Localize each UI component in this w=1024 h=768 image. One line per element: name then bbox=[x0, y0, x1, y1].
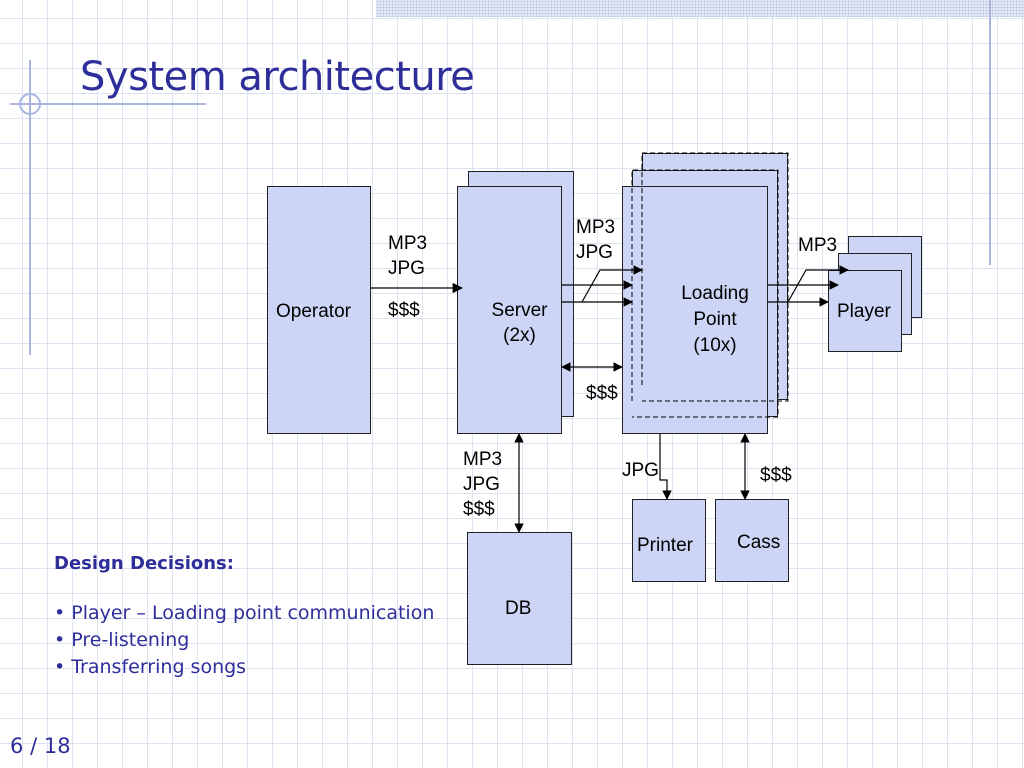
db-label: DB bbox=[505, 598, 532, 619]
cass-label: Cass bbox=[737, 532, 781, 553]
design-decision-item: • Transferring songs bbox=[54, 656, 247, 678]
flow-mp3: MP3 bbox=[388, 233, 428, 254]
cass-box bbox=[715, 499, 789, 582]
loading-printer-arrow bbox=[659, 434, 672, 500]
operator-label: Operator bbox=[276, 301, 351, 322]
design-decisions: Design Decisions: • Player – Loading poi… bbox=[54, 553, 434, 681]
flow-mp3: MP3 bbox=[463, 449, 503, 470]
flow-server-loading-money-label: $$$ bbox=[586, 383, 618, 404]
flow-loading-printer-label: JPG bbox=[622, 460, 659, 481]
page-separator: / bbox=[30, 734, 38, 758]
slide-title: System architecture bbox=[80, 54, 475, 100]
flow-jpg: JPG bbox=[576, 242, 613, 263]
loading-point-count: (10x) bbox=[693, 335, 737, 356]
flow-mp3: MP3 bbox=[576, 217, 616, 238]
header-pattern-band bbox=[376, 0, 1024, 17]
flow-loading-cass-label: $$$ bbox=[760, 465, 792, 486]
server-box bbox=[457, 186, 562, 434]
flow-server-db-label: MP3 JPG $$$ bbox=[463, 447, 502, 522]
loading-point-line-1: Loading bbox=[681, 283, 749, 304]
flow-money: $$$ bbox=[463, 499, 495, 520]
page-total: 18 bbox=[43, 734, 71, 758]
db-box bbox=[467, 532, 572, 665]
flow-money: $$$ bbox=[388, 300, 420, 321]
flow-jpg: JPG bbox=[388, 258, 425, 279]
player-box bbox=[828, 270, 902, 352]
page-number: 6 / 18 bbox=[10, 734, 71, 758]
printer-label: Printer bbox=[637, 535, 693, 556]
loading-point-box bbox=[622, 186, 768, 434]
page-current: 6 bbox=[10, 734, 24, 758]
flow-operator-server-label: MP3 JPG $$$ bbox=[388, 231, 427, 323]
printer-box bbox=[632, 499, 706, 582]
design-decision-item: • Pre-listening bbox=[54, 629, 190, 651]
design-decision-item: • Player – Loading point communication bbox=[54, 602, 435, 624]
loading-point-label: Loading Point (10x) bbox=[660, 281, 770, 359]
server-label: Server (2x) bbox=[472, 298, 567, 348]
flow-server-loading-label: MP3 JPG bbox=[576, 215, 615, 265]
flow-loading-player-label: MP3 bbox=[798, 235, 838, 256]
player-label: Player bbox=[837, 301, 891, 322]
server-count: (2x) bbox=[503, 325, 536, 346]
flow-jpg: JPG bbox=[463, 474, 500, 495]
design-decisions-heading: Design Decisions: bbox=[54, 553, 234, 574]
operator-box bbox=[267, 186, 371, 434]
loading-point-line-2: Point bbox=[693, 309, 737, 330]
server-name: Server bbox=[491, 300, 548, 321]
